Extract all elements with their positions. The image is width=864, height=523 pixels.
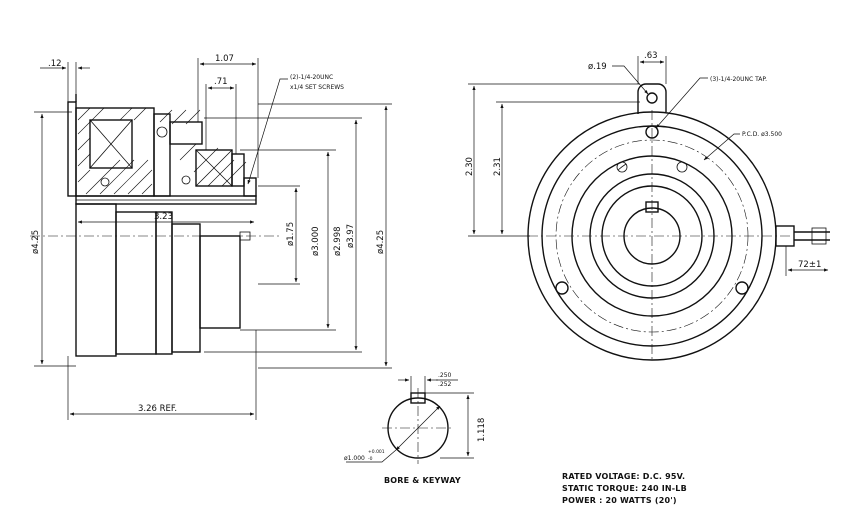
dim-107: 1.07 (215, 54, 234, 64)
set-screw-lower (239, 231, 251, 241)
dim-063: .63 (644, 51, 658, 61)
dim-326-ref: 3.26 REF. (138, 404, 177, 414)
bore-keyway-label: BORE & KEYWAY (384, 476, 461, 485)
hub-collar (231, 153, 245, 187)
dim-252: .252 (438, 381, 452, 388)
front-view: .63 ø.19 (3)-1/4-20UNC TAP. P.C.D. ø3.50… (465, 51, 830, 362)
pcd-circle (555, 139, 749, 333)
armature-lower (115, 211, 157, 355)
dim-323: 3.23 (154, 212, 173, 222)
hub-upper (169, 121, 203, 145)
tapped-hole-left (555, 281, 569, 295)
mounting-lug (637, 83, 667, 114)
spec-static-torque: STATIC TORQUE: 240 IN-LB (562, 484, 687, 493)
callout-pcd: P.C.D. ø3.500 (742, 131, 782, 138)
side-section-view: .12 1.07 .71 (2)-1/4-20UNC x1/4 SET SCRE… (30, 54, 392, 420)
spec-rated-voltage: RATED VOLTAGE: D.C. 95V. (562, 472, 685, 481)
armature-ring (571, 155, 733, 317)
dim-bore: ø1.000 (344, 455, 365, 462)
dim-250: .250 (438, 372, 452, 379)
dim-425-right: ø4.25 (376, 230, 386, 254)
bore-keyway-detail: .250 .252 1.118 ø1.000 +0.001 -0 BORE & … (344, 372, 487, 485)
tapped-hole-right (735, 281, 749, 295)
bore-circle (623, 207, 681, 265)
dim-175: ø1.75 (286, 222, 296, 246)
dim-019: ø.19 (588, 62, 607, 72)
plate-lower (155, 211, 173, 355)
dim-bore-tol-upper: +0.001 (368, 449, 385, 455)
armature-plate (153, 113, 171, 197)
lug-hole (646, 92, 658, 104)
body-lower (75, 203, 117, 357)
dim-2998: ø2.998 (333, 226, 343, 256)
keyway (645, 201, 659, 213)
dim-231: 2.31 (493, 157, 503, 176)
collar-lower (199, 235, 241, 329)
set-screw-boss (243, 177, 257, 197)
wire-sleeve (811, 227, 827, 245)
dim-1118: 1.118 (477, 418, 487, 442)
hub-outer (589, 173, 715, 299)
hub-lower (171, 223, 201, 353)
dim-012: .12 (48, 59, 62, 69)
dim-397: ø3.97 (346, 224, 356, 248)
spec-power: POWER : 20 WATTS (20') (562, 496, 677, 505)
hub-inner (601, 185, 703, 287)
callout-tapped-holes: (3)-1/4-20UNC TAP. (710, 76, 767, 83)
dim-3000: ø3.000 (311, 226, 321, 256)
magnet-body-section (75, 107, 155, 197)
dim-bore-tol-lower: -0 (368, 456, 373, 462)
callout-set-screws-1: (2)-1/4-20UNC (290, 74, 333, 81)
dim-071: .71 (214, 77, 228, 87)
section-hatching (77, 107, 247, 195)
slot-left (617, 163, 627, 171)
coil (89, 119, 133, 169)
callout-set-screws-2: x1/4 SET SCREWS (290, 84, 344, 91)
spec-notes: RATED VOLTAGE: D.C. 95V. STATIC TORQUE: … (562, 472, 687, 505)
dim-72: 72±1 (798, 260, 821, 270)
mounting-flange (67, 101, 77, 197)
cable-gland (775, 225, 795, 247)
dim-425-left: ø4.25 (31, 230, 41, 254)
dim-230: 2.30 (465, 157, 475, 176)
tapped-hole-top (645, 125, 659, 139)
